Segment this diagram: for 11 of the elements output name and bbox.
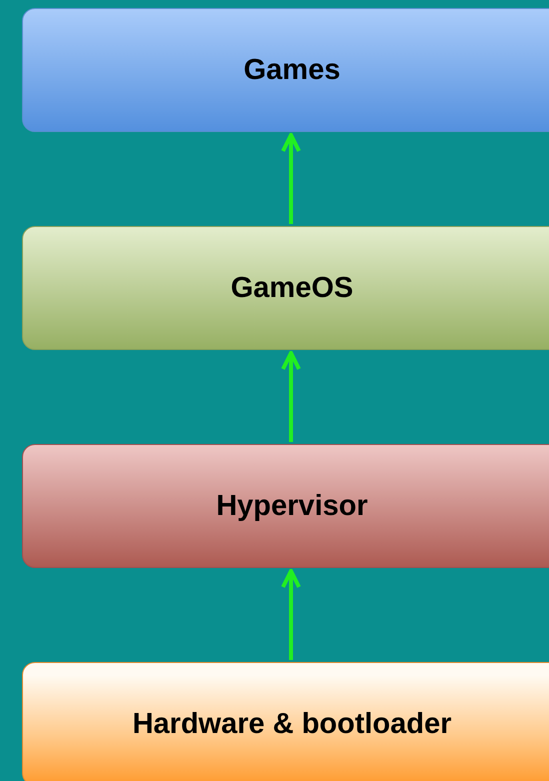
layer-box [22, 662, 549, 781]
layer-label: GameOS [230, 272, 354, 304]
layer-box [22, 226, 549, 350]
arrow [281, 351, 301, 442]
arrow [281, 133, 301, 224]
layer-label: Games [244, 54, 340, 86]
layer-box [22, 444, 549, 568]
layer-box [22, 8, 549, 132]
arrow [281, 569, 301, 660]
layer-label: Hardware & bootloader [132, 708, 452, 740]
layer-label: Hypervisor [216, 490, 368, 522]
